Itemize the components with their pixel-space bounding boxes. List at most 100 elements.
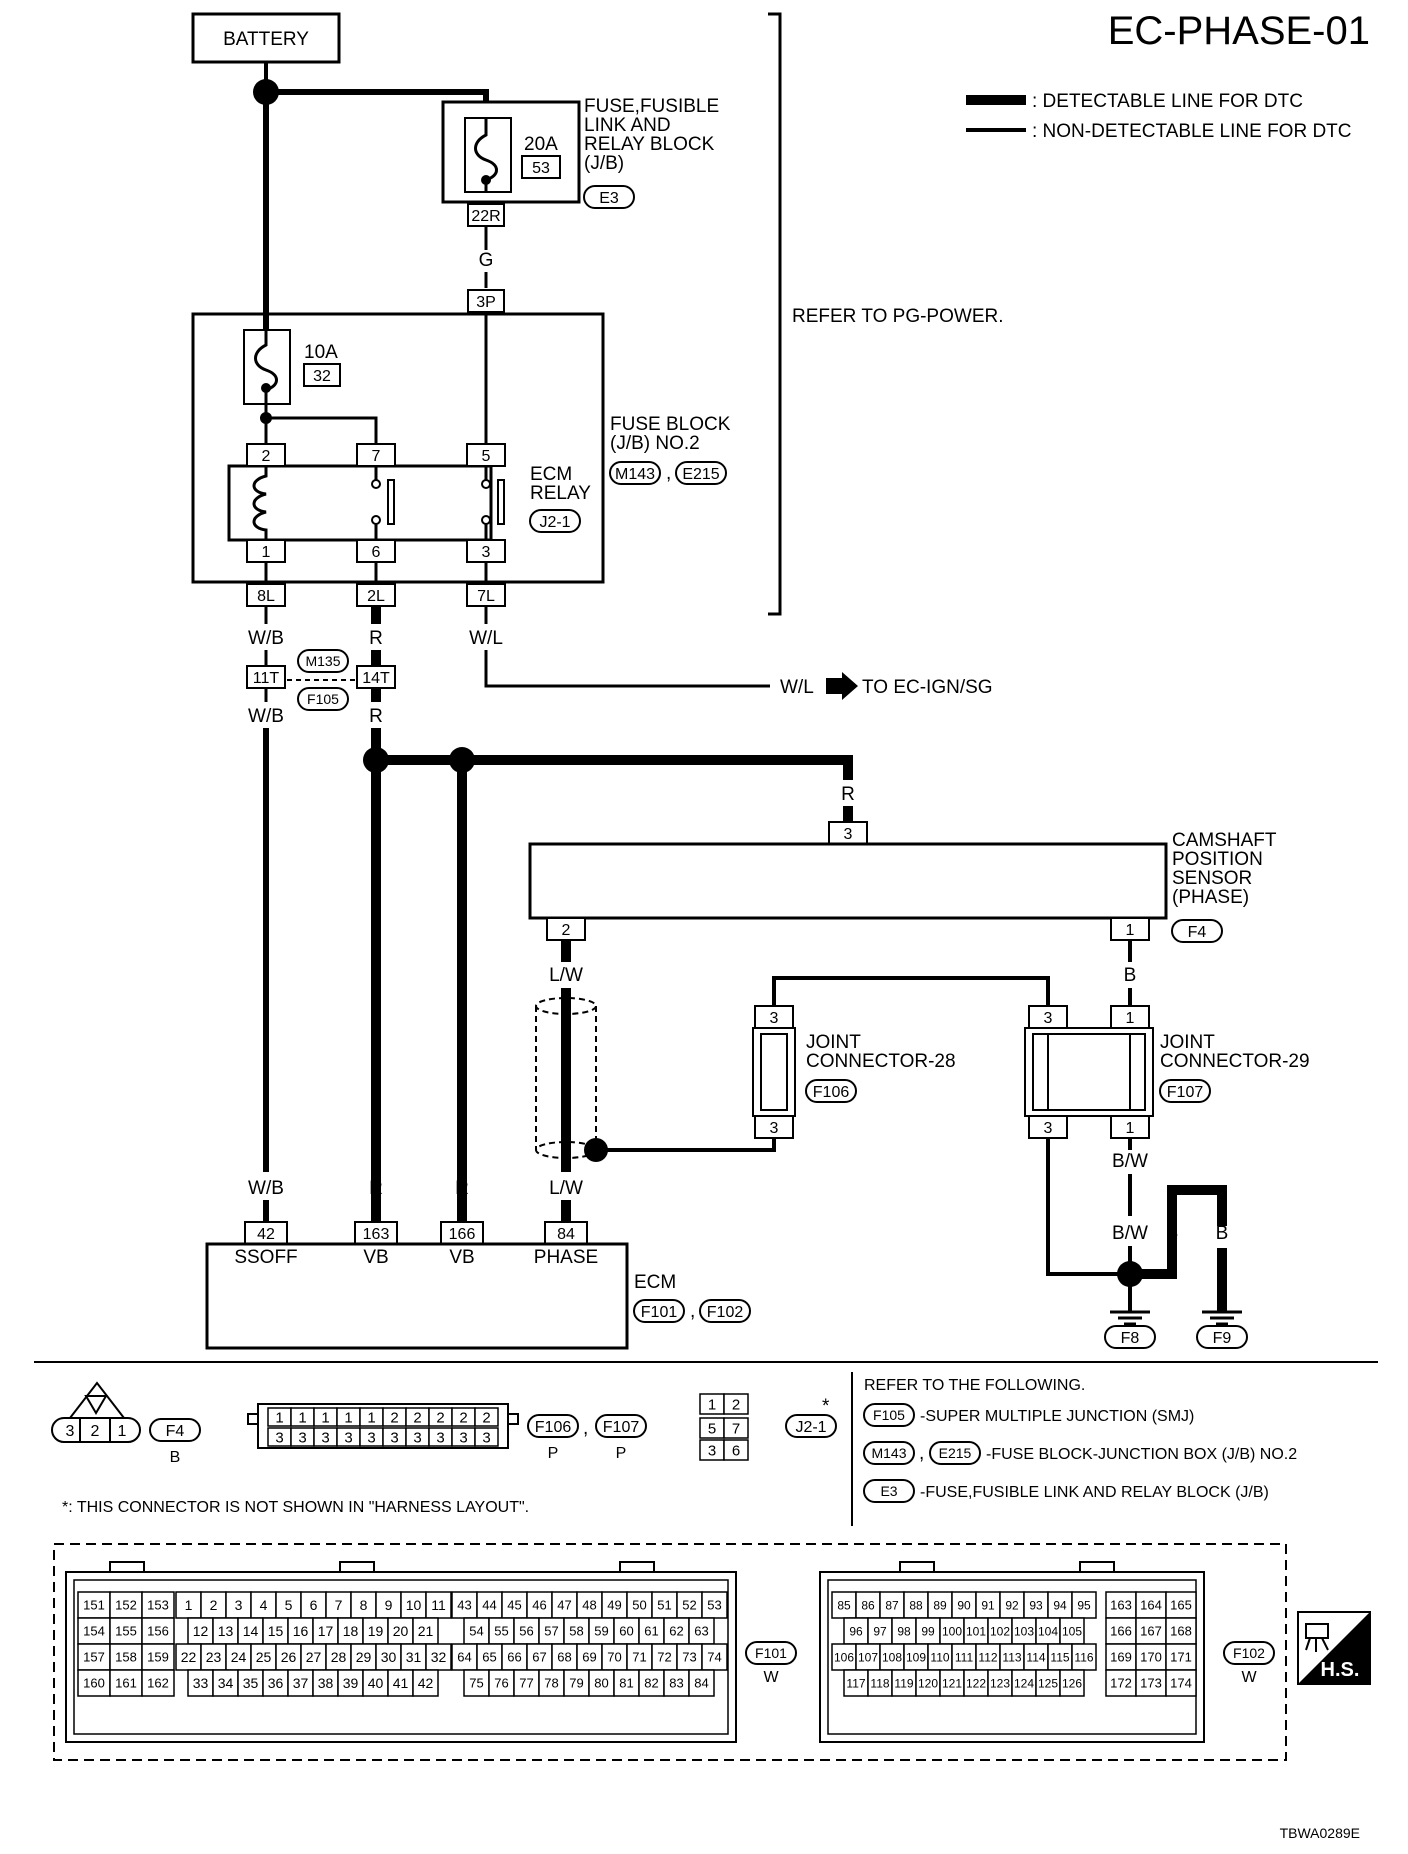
connector-pin: 16 xyxy=(287,1617,314,1645)
relay-switch-icon xyxy=(497,479,505,525)
connector-pin: 28 xyxy=(325,1643,352,1671)
relay-pin-top-7: 7 xyxy=(356,443,396,467)
connector-pin: 80 xyxy=(588,1669,615,1697)
svg-text:121: 121 xyxy=(942,1676,962,1690)
svg-text:172: 172 xyxy=(1110,1676,1132,1691)
svg-text:3: 3 xyxy=(367,1429,375,1446)
svg-text:126: 126 xyxy=(1062,1676,1082,1690)
connector-pin: 1 xyxy=(290,1407,315,1427)
svg-text:122: 122 xyxy=(966,1676,986,1690)
svg-text:101: 101 xyxy=(966,1624,986,1638)
svg-text:70: 70 xyxy=(607,1650,621,1665)
svg-text:2: 2 xyxy=(436,1409,444,1426)
svg-text:40: 40 xyxy=(368,1675,384,1691)
j2-1-connector-badge xyxy=(529,509,581,533)
svg-text:8: 8 xyxy=(360,1597,368,1613)
svg-text:174: 174 xyxy=(1170,1676,1192,1691)
connector-pin: 43 xyxy=(451,1591,478,1619)
svg-text:81: 81 xyxy=(619,1676,633,1691)
svg-text:171: 171 xyxy=(1170,1650,1192,1665)
connector-pin: 55 xyxy=(488,1617,515,1645)
svg-text:98: 98 xyxy=(897,1624,911,1638)
svg-text:3: 3 xyxy=(708,1442,716,1459)
connector-pin: 60 xyxy=(613,1617,640,1645)
svg-text:96: 96 xyxy=(849,1624,863,1638)
svg-text:8L: 8L xyxy=(257,588,275,605)
svg-text:22: 22 xyxy=(181,1649,197,1665)
refer-e3-label: E3 xyxy=(880,1483,897,1499)
connector-pin: 30 xyxy=(375,1643,402,1671)
pg-power-bracket xyxy=(768,12,782,616)
svg-text:41: 41 xyxy=(393,1675,409,1691)
connector-pin: 34 xyxy=(212,1669,239,1697)
terminal-22r: 22R xyxy=(467,203,505,227)
svg-text:163: 163 xyxy=(1110,1598,1132,1613)
svg-text:64: 64 xyxy=(457,1650,471,1665)
svg-text:166: 166 xyxy=(1110,1624,1132,1639)
svg-text:42: 42 xyxy=(257,1226,275,1243)
svg-text:159: 159 xyxy=(147,1650,169,1665)
connector-pin: 41 xyxy=(387,1669,414,1697)
cmp-line-1: CAMSHAFT xyxy=(1172,830,1277,851)
connector-pin: 155 xyxy=(109,1617,143,1645)
j2-1-connector-label: J2-1 xyxy=(539,514,570,531)
connector-pin: 3 xyxy=(359,1427,384,1447)
jc29-pin-bottom-1: 1 xyxy=(1110,1115,1150,1139)
relay-pin-bottom-3: 3 xyxy=(466,539,506,563)
wire-color-r: R xyxy=(369,628,383,649)
connector-pin: 1 xyxy=(267,1407,292,1427)
connector-pin: 2 xyxy=(474,1407,499,1427)
ecm-pin-166: 166 xyxy=(440,1221,484,1245)
svg-text:152: 152 xyxy=(115,1598,137,1613)
connector-pin: 95 xyxy=(1071,1591,1097,1619)
connector-pin: 3 xyxy=(451,1427,476,1447)
svg-text:77: 77 xyxy=(519,1676,533,1691)
connector-pin: 29 xyxy=(350,1643,377,1671)
svg-text:95: 95 xyxy=(1077,1598,1091,1612)
f106-connector-badge xyxy=(805,1079,857,1103)
f102-face-color: W xyxy=(1241,1669,1257,1686)
connector-pin: 24 xyxy=(225,1643,252,1671)
svg-text:82: 82 xyxy=(644,1676,658,1691)
f9-ground-badge xyxy=(1196,1325,1248,1349)
ecm-label: ECM xyxy=(634,1272,676,1293)
wire-color-bw: B/W xyxy=(1112,1151,1148,1172)
harness-note: *: THIS CONNECTOR IS NOT SHOWN IN "HARNE… xyxy=(62,1499,529,1516)
connector-pin: 167 xyxy=(1135,1617,1167,1645)
svg-text:3: 3 xyxy=(1044,1010,1053,1027)
wire-color-wl-ign: W/L xyxy=(780,677,814,698)
f4-connector-label: F4 xyxy=(1188,924,1207,941)
f102-face-badge xyxy=(1223,1641,1275,1665)
ecm-pin-42: 42 xyxy=(244,1221,288,1245)
svg-text:31: 31 xyxy=(406,1649,422,1665)
connector-pin: 173 xyxy=(1135,1669,1167,1697)
cmp-line-2: POSITION xyxy=(1172,849,1263,870)
svg-text:6: 6 xyxy=(310,1597,318,1613)
svg-text:3: 3 xyxy=(235,1597,243,1613)
svg-text:14T: 14T xyxy=(362,670,390,687)
ecm-relay-line-2: RELAY xyxy=(530,483,591,504)
f107-face-badge xyxy=(595,1414,647,1438)
ground-icon xyxy=(1202,1310,1242,1326)
arrow-right-icon xyxy=(826,672,858,700)
relay-coil-icon xyxy=(252,466,268,540)
svg-text:111: 111 xyxy=(955,1650,974,1664)
svg-text:116: 116 xyxy=(1074,1650,1093,1664)
fuse-10a-rating: 10A xyxy=(304,342,338,363)
svg-text:44: 44 xyxy=(482,1598,496,1613)
svg-text:15: 15 xyxy=(268,1623,284,1639)
connector-pin: 123 xyxy=(987,1669,1013,1697)
svg-text:34: 34 xyxy=(218,1675,234,1691)
connector-pin: 98 xyxy=(891,1617,917,1645)
jc29-line-2: CONNECTOR-29 xyxy=(1160,1051,1310,1072)
connector-pin: 64 xyxy=(451,1643,478,1671)
svg-text:20: 20 xyxy=(393,1623,409,1639)
svg-text:90: 90 xyxy=(957,1598,971,1612)
svg-text:13: 13 xyxy=(218,1623,234,1639)
battery: BATTERY xyxy=(191,12,341,64)
svg-text:56: 56 xyxy=(519,1624,533,1639)
connector-pin: 3 xyxy=(267,1427,292,1447)
svg-text:51: 51 xyxy=(657,1598,671,1613)
